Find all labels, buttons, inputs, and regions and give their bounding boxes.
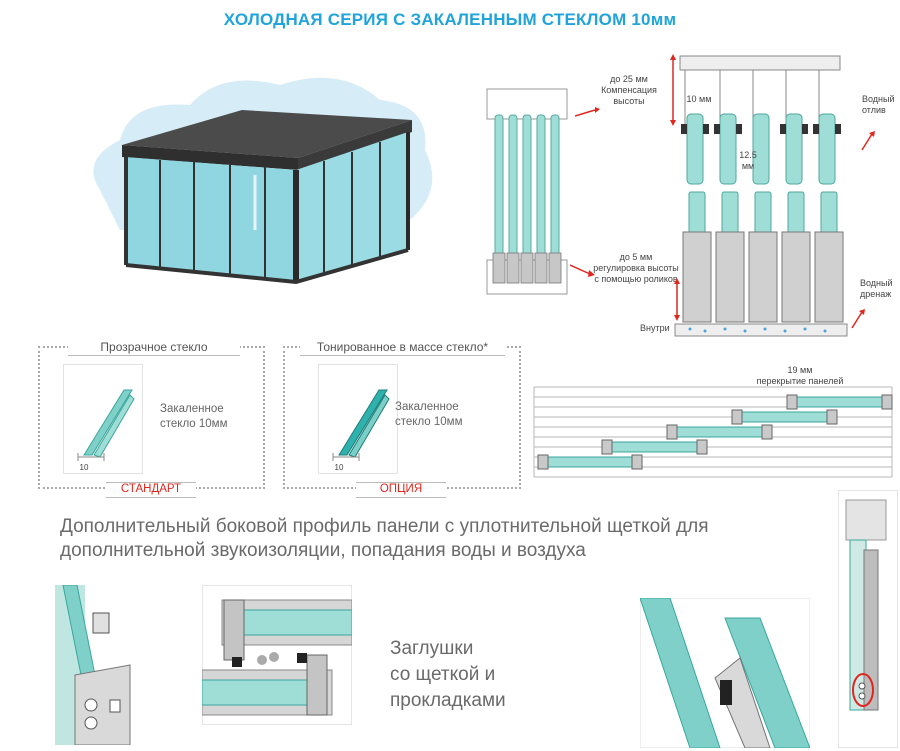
height-compensation-label: до 25 мм Компенсация высоты bbox=[601, 74, 657, 106]
tag-option: ОПЦИЯ bbox=[356, 482, 446, 498]
arrow-drain bbox=[848, 308, 868, 335]
tag-standard: СТАНДАРТ bbox=[106, 482, 196, 498]
glass-option-title: Тонированное в массе стекло* bbox=[300, 340, 505, 356]
vertical-profile-image bbox=[837, 489, 899, 749]
arrow-bottom bbox=[569, 262, 595, 283]
glass-thickness-label: 10 bbox=[334, 463, 344, 472]
water-drain-label: Водный дренаж bbox=[860, 278, 893, 299]
dimension-12-5mm: 12.5 мм bbox=[739, 150, 757, 171]
brush-profile-image bbox=[639, 597, 811, 749]
glass-sample-image bbox=[318, 364, 398, 474]
glass-thickness-label: 10 bbox=[79, 463, 89, 472]
glass-sample-image bbox=[63, 364, 143, 474]
pergola-illustration bbox=[60, 60, 450, 300]
track-section-small bbox=[485, 85, 570, 300]
track-section-large bbox=[665, 52, 850, 342]
arrow-top bbox=[574, 104, 600, 125]
glass-description: Закаленное стекло 10мм bbox=[160, 403, 228, 430]
side-profile-image-1 bbox=[55, 584, 135, 746]
water-drip-label: Водный отлив bbox=[862, 94, 895, 115]
inside-label: Внутри bbox=[640, 323, 670, 333]
profile-description: Дополнительный боковой профиль панели с … bbox=[60, 516, 709, 561]
overlap-label: 19 мм перекрытие панелей bbox=[756, 365, 844, 386]
glass-description: Закаленное стекло 10мм bbox=[395, 401, 463, 428]
glass-option-title: Прозрачное стекло bbox=[68, 340, 240, 356]
dimension-10mm: 10 мм bbox=[686, 94, 712, 104]
height-adjust-label: до 5 мм регулировка высоты с помощью рол… bbox=[593, 252, 679, 284]
panel-overlap-diagram bbox=[532, 385, 900, 480]
page-title: ХОЛОДНАЯ СЕРИЯ С ЗАКАЛЕННЫМ СТЕКЛОМ 10мм bbox=[223, 10, 677, 29]
end-caps-label: Заглушки со щеткой и прокладками bbox=[390, 638, 506, 711]
end-cap-image bbox=[201, 584, 353, 726]
arrow-drip bbox=[858, 130, 878, 157]
